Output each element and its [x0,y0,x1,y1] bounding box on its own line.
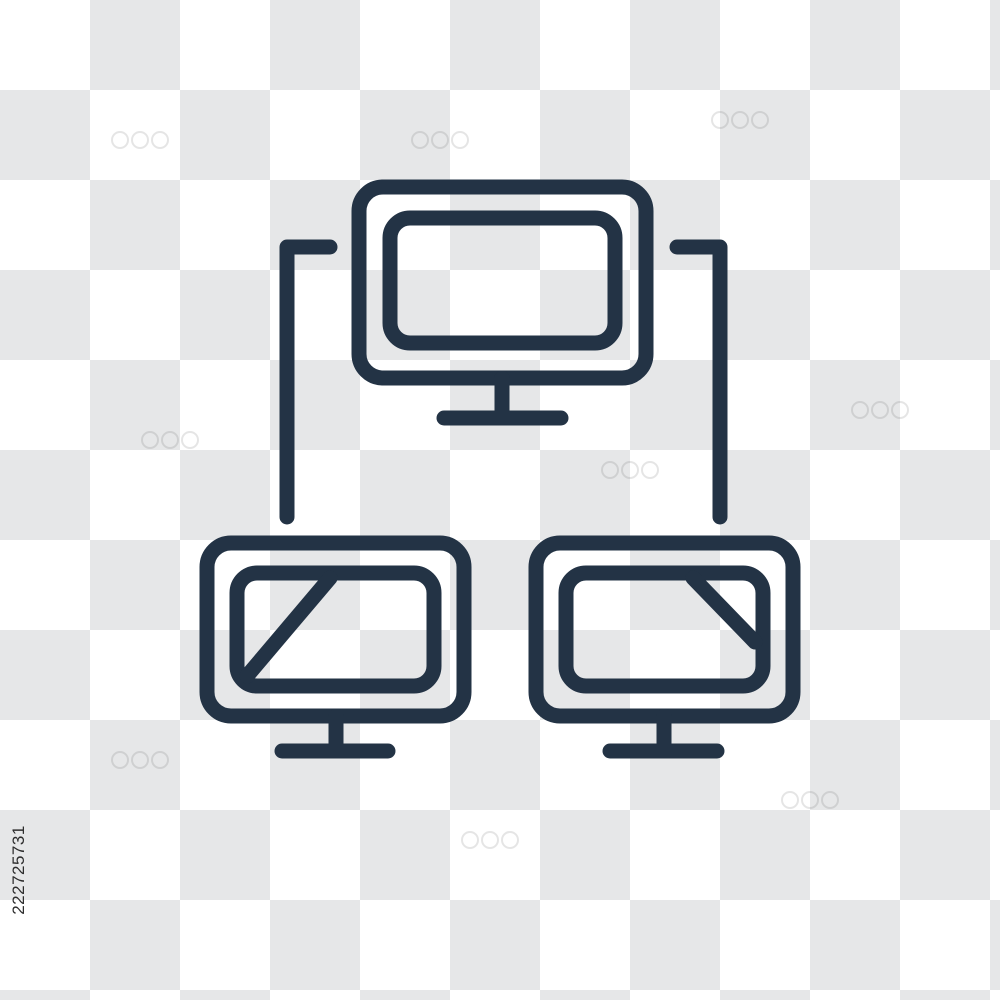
right-connector-line [669,239,728,525]
bottom-left-monitor-icon [199,535,472,759]
stock-id-label: 222725731 [6,770,32,970]
bottom-right-monitor-icon [528,535,801,759]
stock-id-text: 222725731 [9,825,28,915]
top-monitor-icon [351,179,654,426]
left-connector-line [279,239,338,525]
